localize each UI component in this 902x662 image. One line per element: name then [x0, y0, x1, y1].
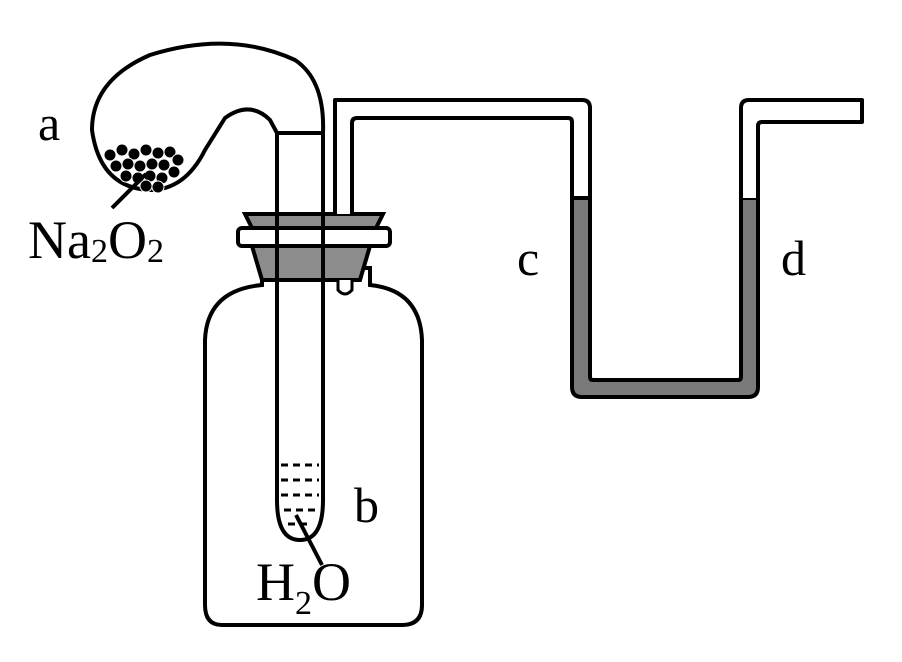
u-tube-arm-d [739, 98, 864, 198]
sodium-peroxide-granules [103, 143, 185, 194]
label-c: c [517, 230, 539, 286]
label-b: b [354, 477, 379, 533]
stopper-body [249, 244, 373, 282]
tube-end-under-stopper [336, 280, 354, 296]
stopper-collar [236, 226, 392, 248]
label-na2o2: Na2O2 [28, 210, 164, 270]
na2o2-leader-line [110, 172, 148, 210]
connecting-tube [333, 98, 592, 214]
h2o-leader-line [294, 514, 324, 566]
manometer-liquid [570, 196, 760, 399]
stopper-top [241, 212, 387, 230]
label-a: a [38, 95, 60, 151]
label-d: d [781, 230, 806, 286]
label-h2o: H2O [256, 552, 351, 622]
